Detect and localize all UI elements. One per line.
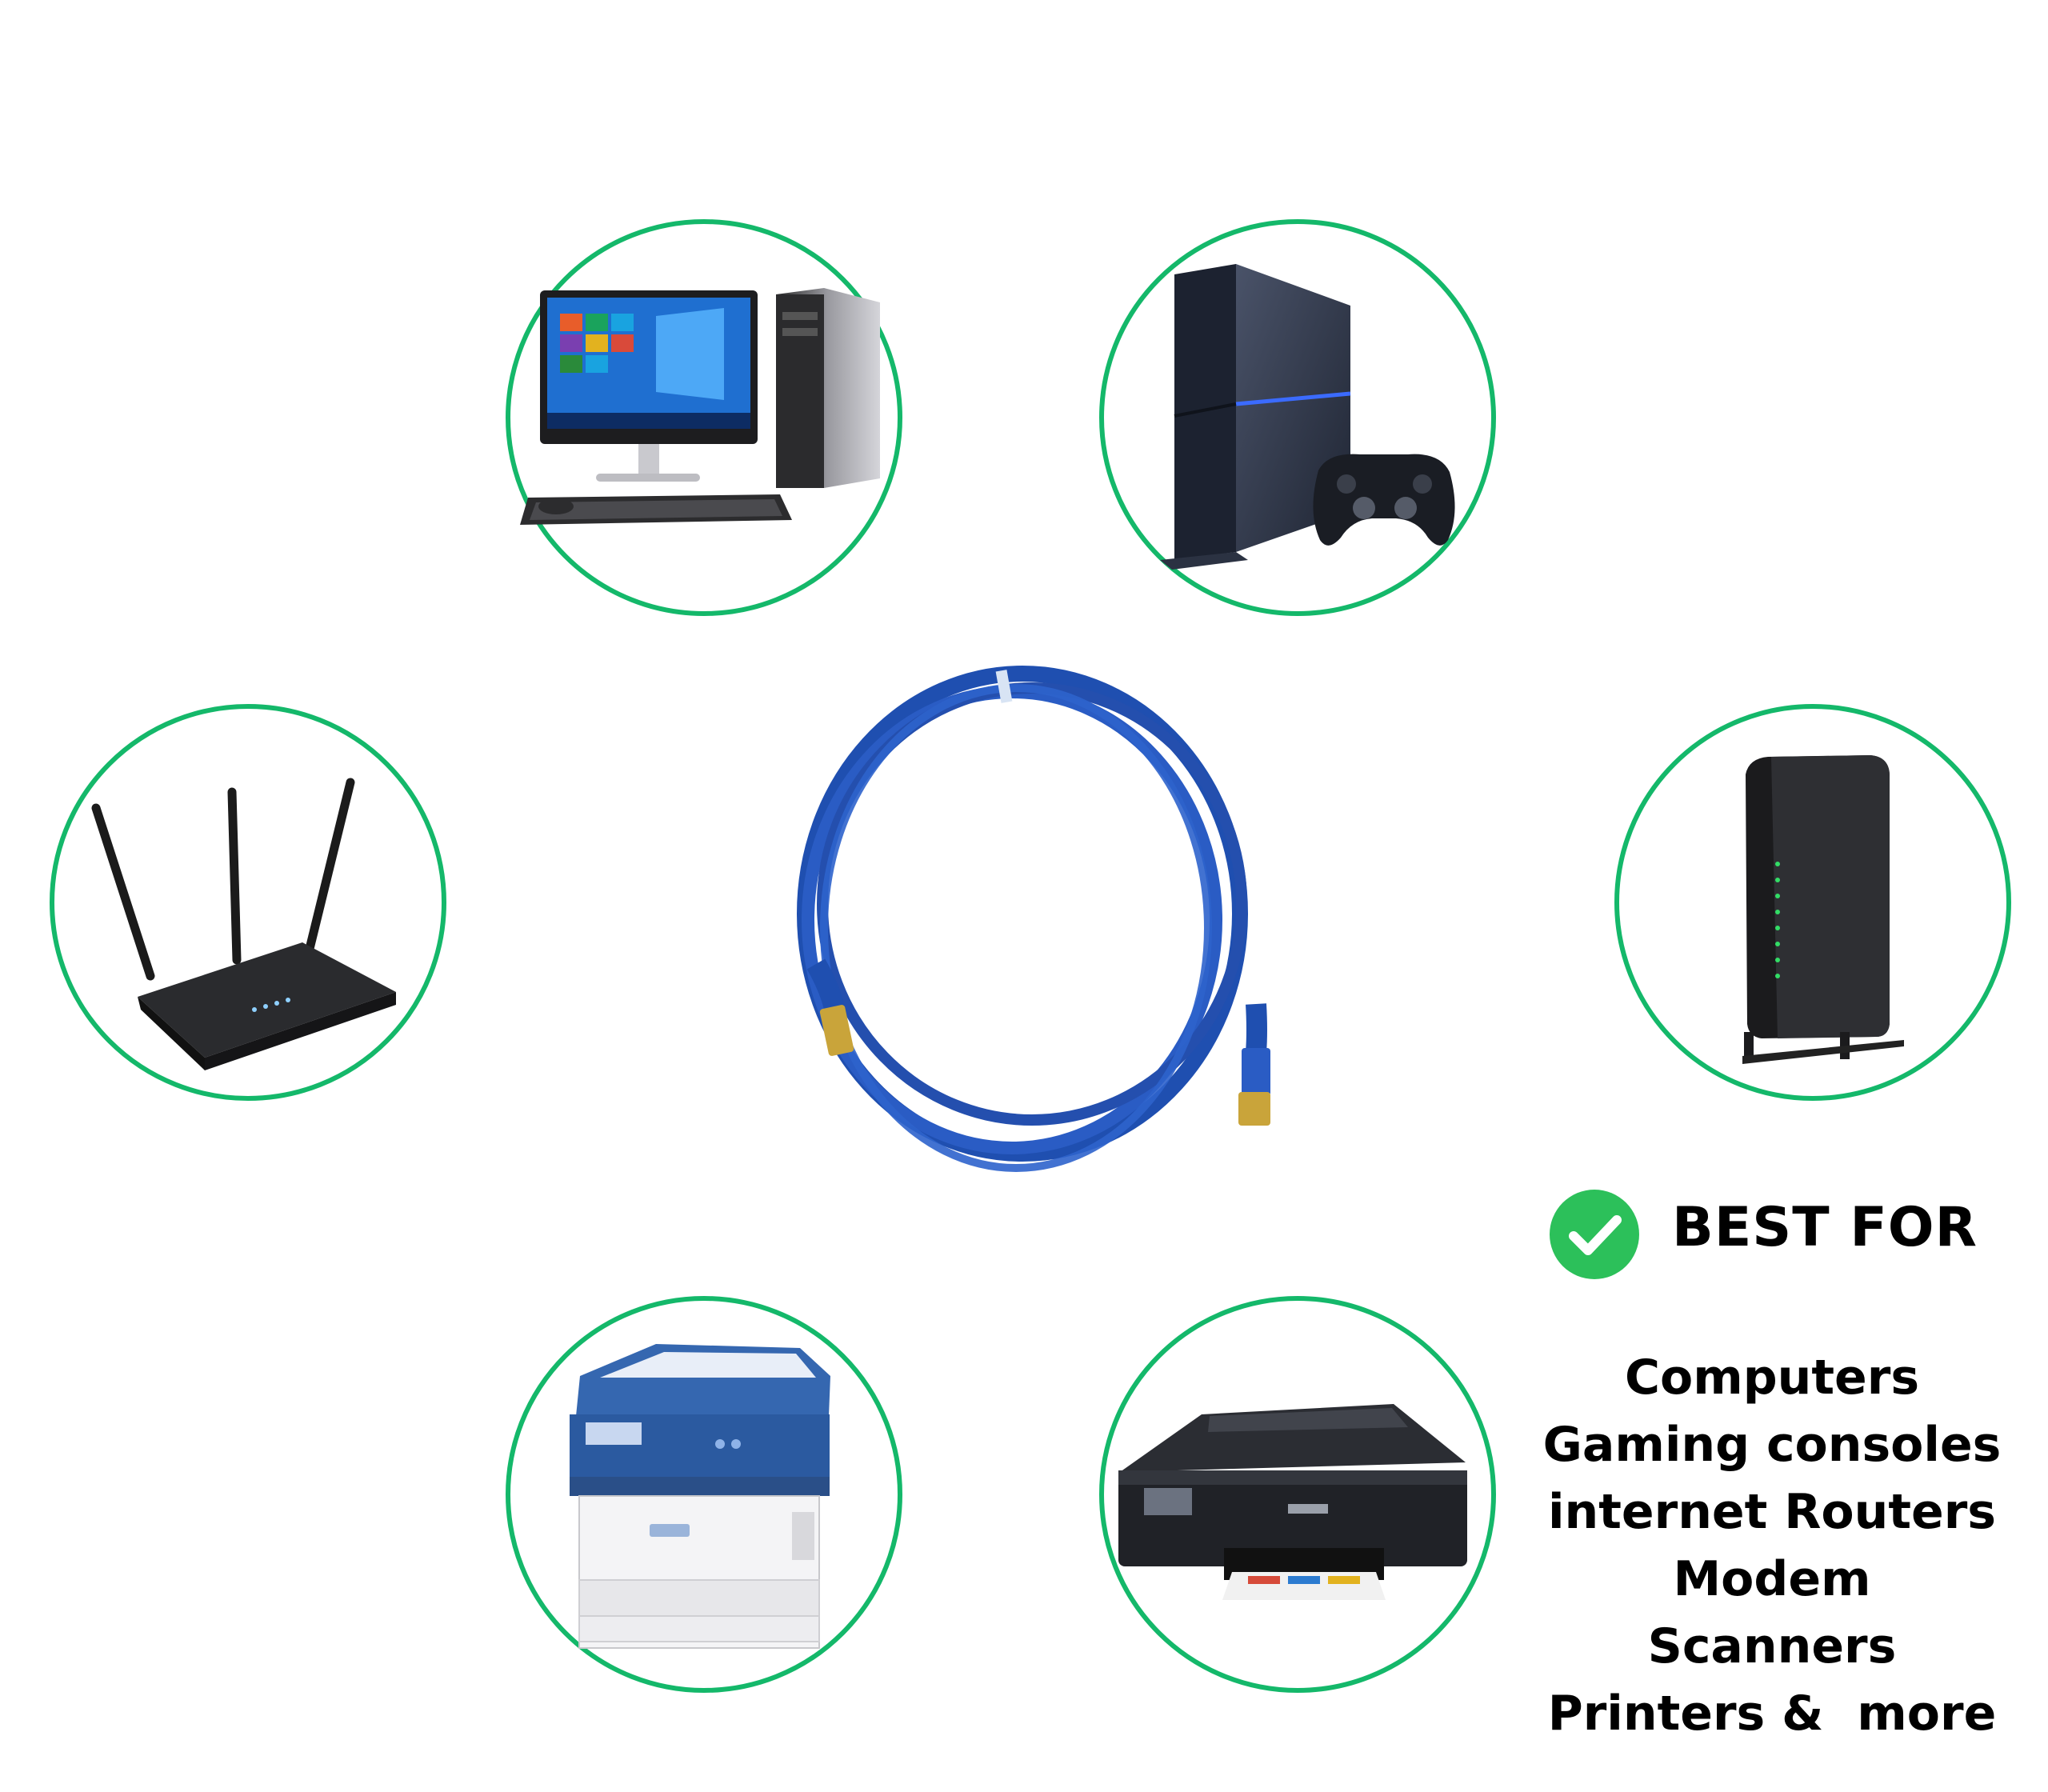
best-for-title: BEST FOR — [1672, 1196, 1978, 1259]
use-case-list: Computers Gaming consoles internet Route… — [1524, 1344, 2020, 1747]
office-printer-icon — [570, 1344, 830, 1649]
modem-device — [1614, 704, 2011, 1101]
use-case-item: Computers — [1624, 1350, 1920, 1406]
inkjet-printer-device — [1099, 1296, 1496, 1693]
office-printer-device — [506, 1296, 902, 1693]
router-icon — [91, 778, 396, 1070]
game-console-icon — [1160, 264, 1455, 570]
router-device — [50, 704, 446, 1101]
use-case-item: internet Routers — [1547, 1484, 1997, 1540]
use-case-item: Modem — [1673, 1551, 1871, 1607]
inkjet-printer-icon — [1118, 1404, 1467, 1600]
desktop-computer-icon — [520, 288, 880, 525]
use-case-item: Printers & more — [1547, 1686, 1997, 1742]
game-console-device — [1099, 219, 1496, 616]
use-case-item: Scanners — [1647, 1618, 1897, 1674]
use-case-item: Gaming consoles — [1542, 1417, 2002, 1473]
check-icon — [1550, 1190, 1639, 1279]
ethernet-cable-icon — [797, 666, 1270, 1172]
computer-device — [506, 219, 902, 616]
modem-icon — [1742, 755, 1904, 1064]
